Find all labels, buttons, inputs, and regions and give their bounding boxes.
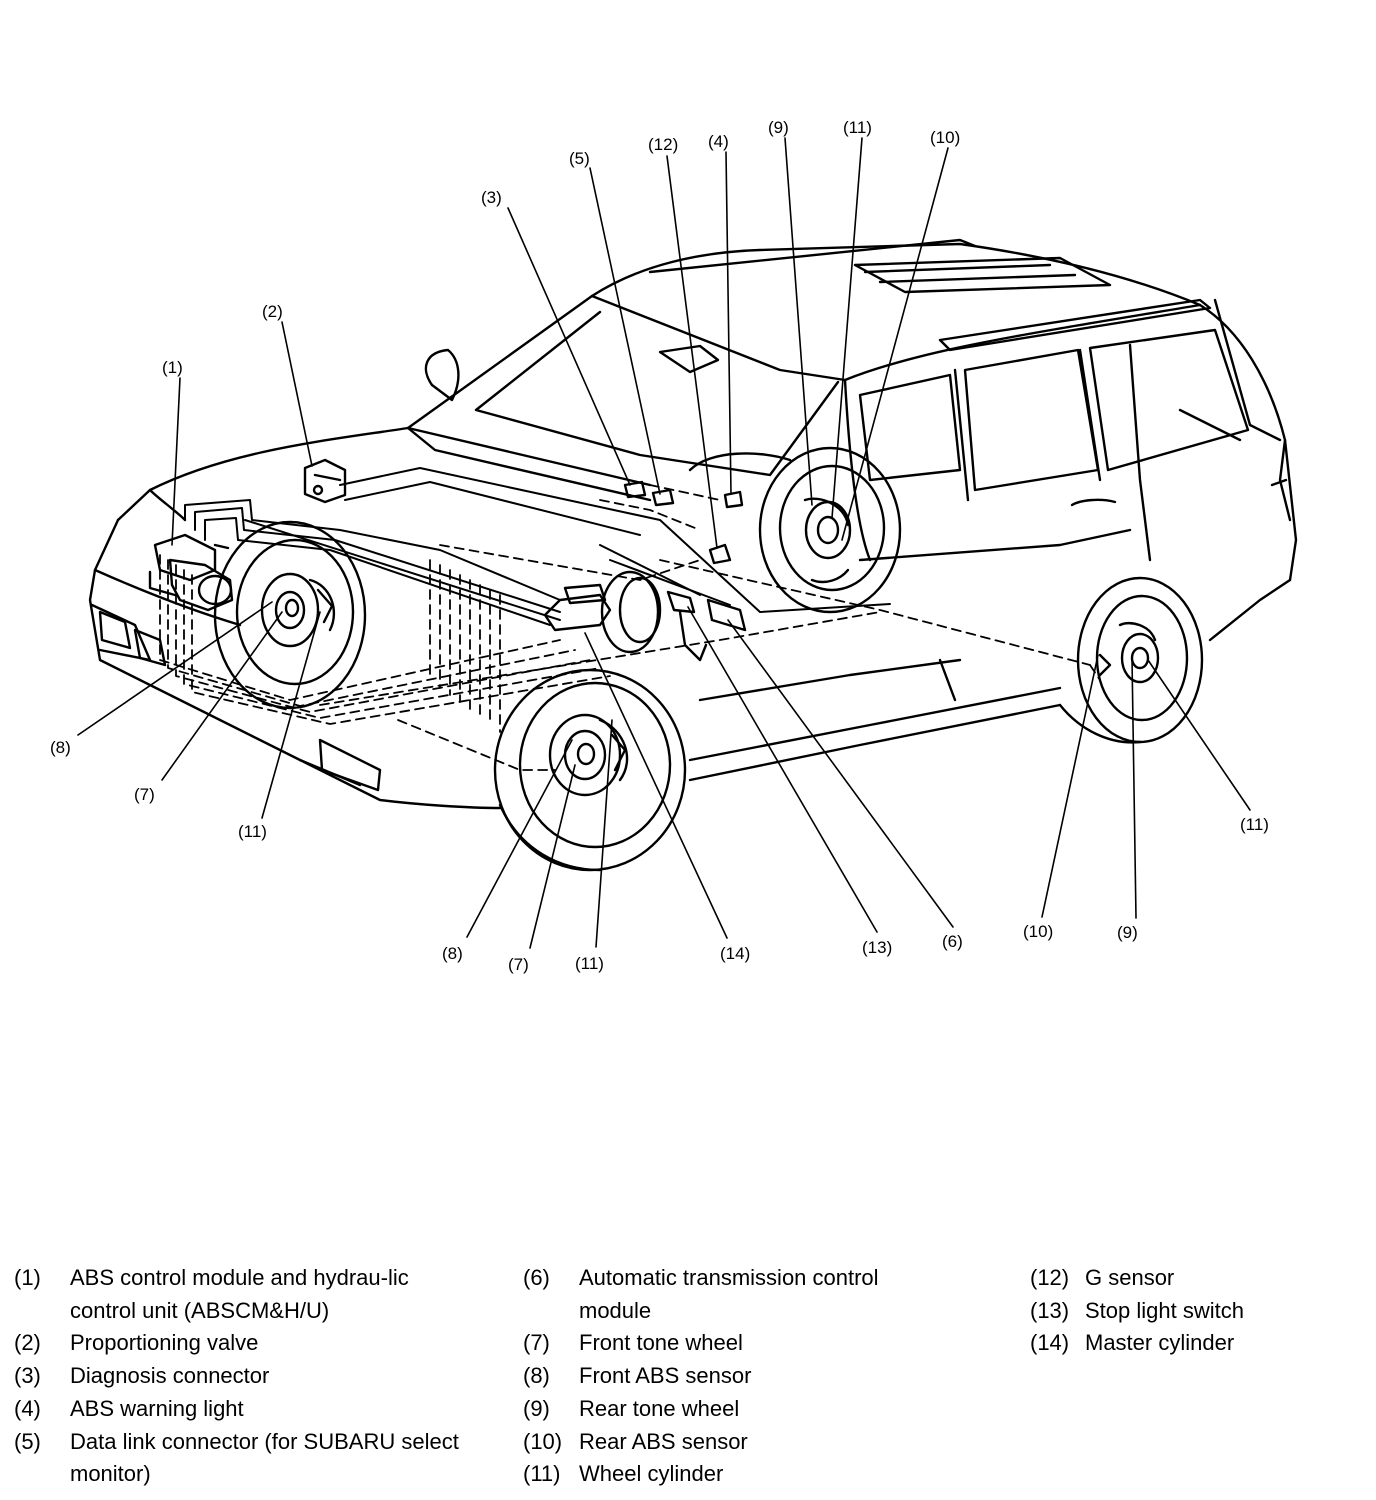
- legend-text: Diagnosis connector: [70, 1363, 270, 1389]
- callout-1: (1): [162, 358, 183, 377]
- callout-11-bottom: (11): [575, 954, 604, 973]
- legend-number: (12): [1030, 1265, 1070, 1290]
- legend-text: Front tone wheel: [579, 1330, 743, 1356]
- legend-number: (9): [523, 1395, 550, 1421]
- callout-9-bottom: (9): [1117, 923, 1138, 942]
- legend-text: Stop light switch: [1085, 1297, 1244, 1323]
- wiring-harness: [159, 484, 1101, 771]
- legend-number: (8): [523, 1363, 550, 1389]
- callout-11-right: (11): [1240, 815, 1269, 834]
- abs-control-unit: [148, 533, 234, 612]
- master-cylinder: [543, 570, 662, 654]
- stop-light-switch: [666, 590, 708, 662]
- callout-14: (14): [720, 944, 750, 963]
- legend-number: (10): [523, 1428, 563, 1454]
- front-right-wheel: [493, 668, 687, 872]
- callout-6: (6): [942, 932, 963, 951]
- car-body: [88, 238, 1298, 810]
- legend-item: (3) Diagnosis connector: [14, 1360, 464, 1393]
- legend-item: (2) Proportioning valve: [14, 1327, 464, 1360]
- legend-text: Master cylinder: [1085, 1330, 1235, 1356]
- callout-7-left: (7): [134, 785, 155, 804]
- legend-item: (8) Front ABS sensor: [523, 1360, 953, 1393]
- rear-left-wheel: [688, 446, 902, 614]
- proportioning-valve: [303, 458, 347, 504]
- legend-number: (3): [14, 1363, 41, 1389]
- callout-10-top: (10): [930, 128, 960, 147]
- rear-right-wheel: [1058, 576, 1204, 744]
- legend-text: ABS control module and hydrau-lic contro…: [70, 1265, 409, 1323]
- legend-text: Rear ABS sensor: [579, 1428, 748, 1454]
- legend-text: Wheel cylinder: [579, 1461, 724, 1487]
- callout-11-left: (11): [238, 822, 267, 841]
- front-left-wheel: [213, 520, 367, 710]
- legend-text: Rear tone wheel: [579, 1395, 740, 1421]
- legend-item: (10) Rear ABS sensor: [523, 1426, 953, 1459]
- legend-item: (1) ABS control module and hydrau-lic co…: [14, 1262, 464, 1327]
- legend-number: (14): [1030, 1330, 1070, 1356]
- dash-connectors: [623, 480, 744, 565]
- legend-number: (7): [523, 1330, 550, 1356]
- callout-5: (5): [569, 149, 590, 168]
- legend-number: (1): [14, 1265, 41, 1290]
- callout-4: (4): [708, 132, 729, 151]
- legend-column-1: (1) ABS control module and hydrau-lic co…: [14, 1262, 464, 1491]
- legend-item: (11) Wheel cylinder: [523, 1458, 953, 1491]
- legend-text: Automatic transmission control module: [579, 1265, 879, 1323]
- legend-item: (6) Automatic transmission control modul…: [523, 1262, 953, 1327]
- legend-number: (13): [1030, 1297, 1070, 1323]
- legend-text: Data link connector (for SUBARU select m…: [70, 1428, 459, 1487]
- legend-item: (4) ABS warning light: [14, 1393, 464, 1426]
- legend-item: (14) Master cylinder: [1030, 1327, 1350, 1360]
- legend-number: (6): [523, 1265, 550, 1290]
- callout-labels: (1) (2) (3) (5) (12) (4) (9) (11) (10) (…: [50, 118, 1269, 974]
- callout-7-bottom: (7): [508, 955, 529, 974]
- legend-text: ABS warning light: [70, 1395, 244, 1421]
- legend-column-3: (12) G sensor (13) Stop light switch (14…: [1030, 1262, 1350, 1360]
- legend-item: (12) G sensor: [1030, 1262, 1350, 1295]
- callout-11-top: (11): [843, 118, 872, 137]
- legend-number: (2): [14, 1330, 41, 1356]
- callout-8-bottom: (8): [442, 944, 463, 963]
- callout-10-bottom: (10): [1023, 922, 1053, 941]
- brake-lines: [184, 467, 891, 626]
- legend-text: G sensor: [1085, 1265, 1175, 1290]
- callout-12: (12): [648, 135, 678, 154]
- tcm-box: [706, 598, 747, 632]
- callout-9-top: (9): [768, 118, 789, 137]
- legend-item: (9) Rear tone wheel: [523, 1393, 953, 1426]
- legend-column-2: (6) Automatic transmission control modul…: [523, 1262, 953, 1491]
- legend-item: (13) Stop light switch: [1030, 1295, 1350, 1328]
- callout-13: (13): [862, 938, 892, 957]
- abs-system-diagram: (1) (2) (3) (5) (12) (4) (9) (11) (10) (…: [50, 118, 1298, 974]
- legend-item: (7) Front tone wheel: [523, 1327, 953, 1360]
- legend-text: Proportioning valve: [70, 1330, 259, 1356]
- callout-3: (3): [481, 188, 502, 207]
- callout-2: (2): [262, 302, 283, 321]
- legend-number: (4): [14, 1395, 41, 1421]
- callout-8-left: (8): [50, 738, 71, 757]
- legend-item: (5) Data link connector (for SUBARU sele…: [14, 1426, 464, 1491]
- leader-lines: [77, 137, 1251, 949]
- legend-number: (5): [14, 1428, 41, 1454]
- legend-text: Front ABS sensor: [579, 1363, 752, 1389]
- legend-number: (11): [523, 1461, 561, 1487]
